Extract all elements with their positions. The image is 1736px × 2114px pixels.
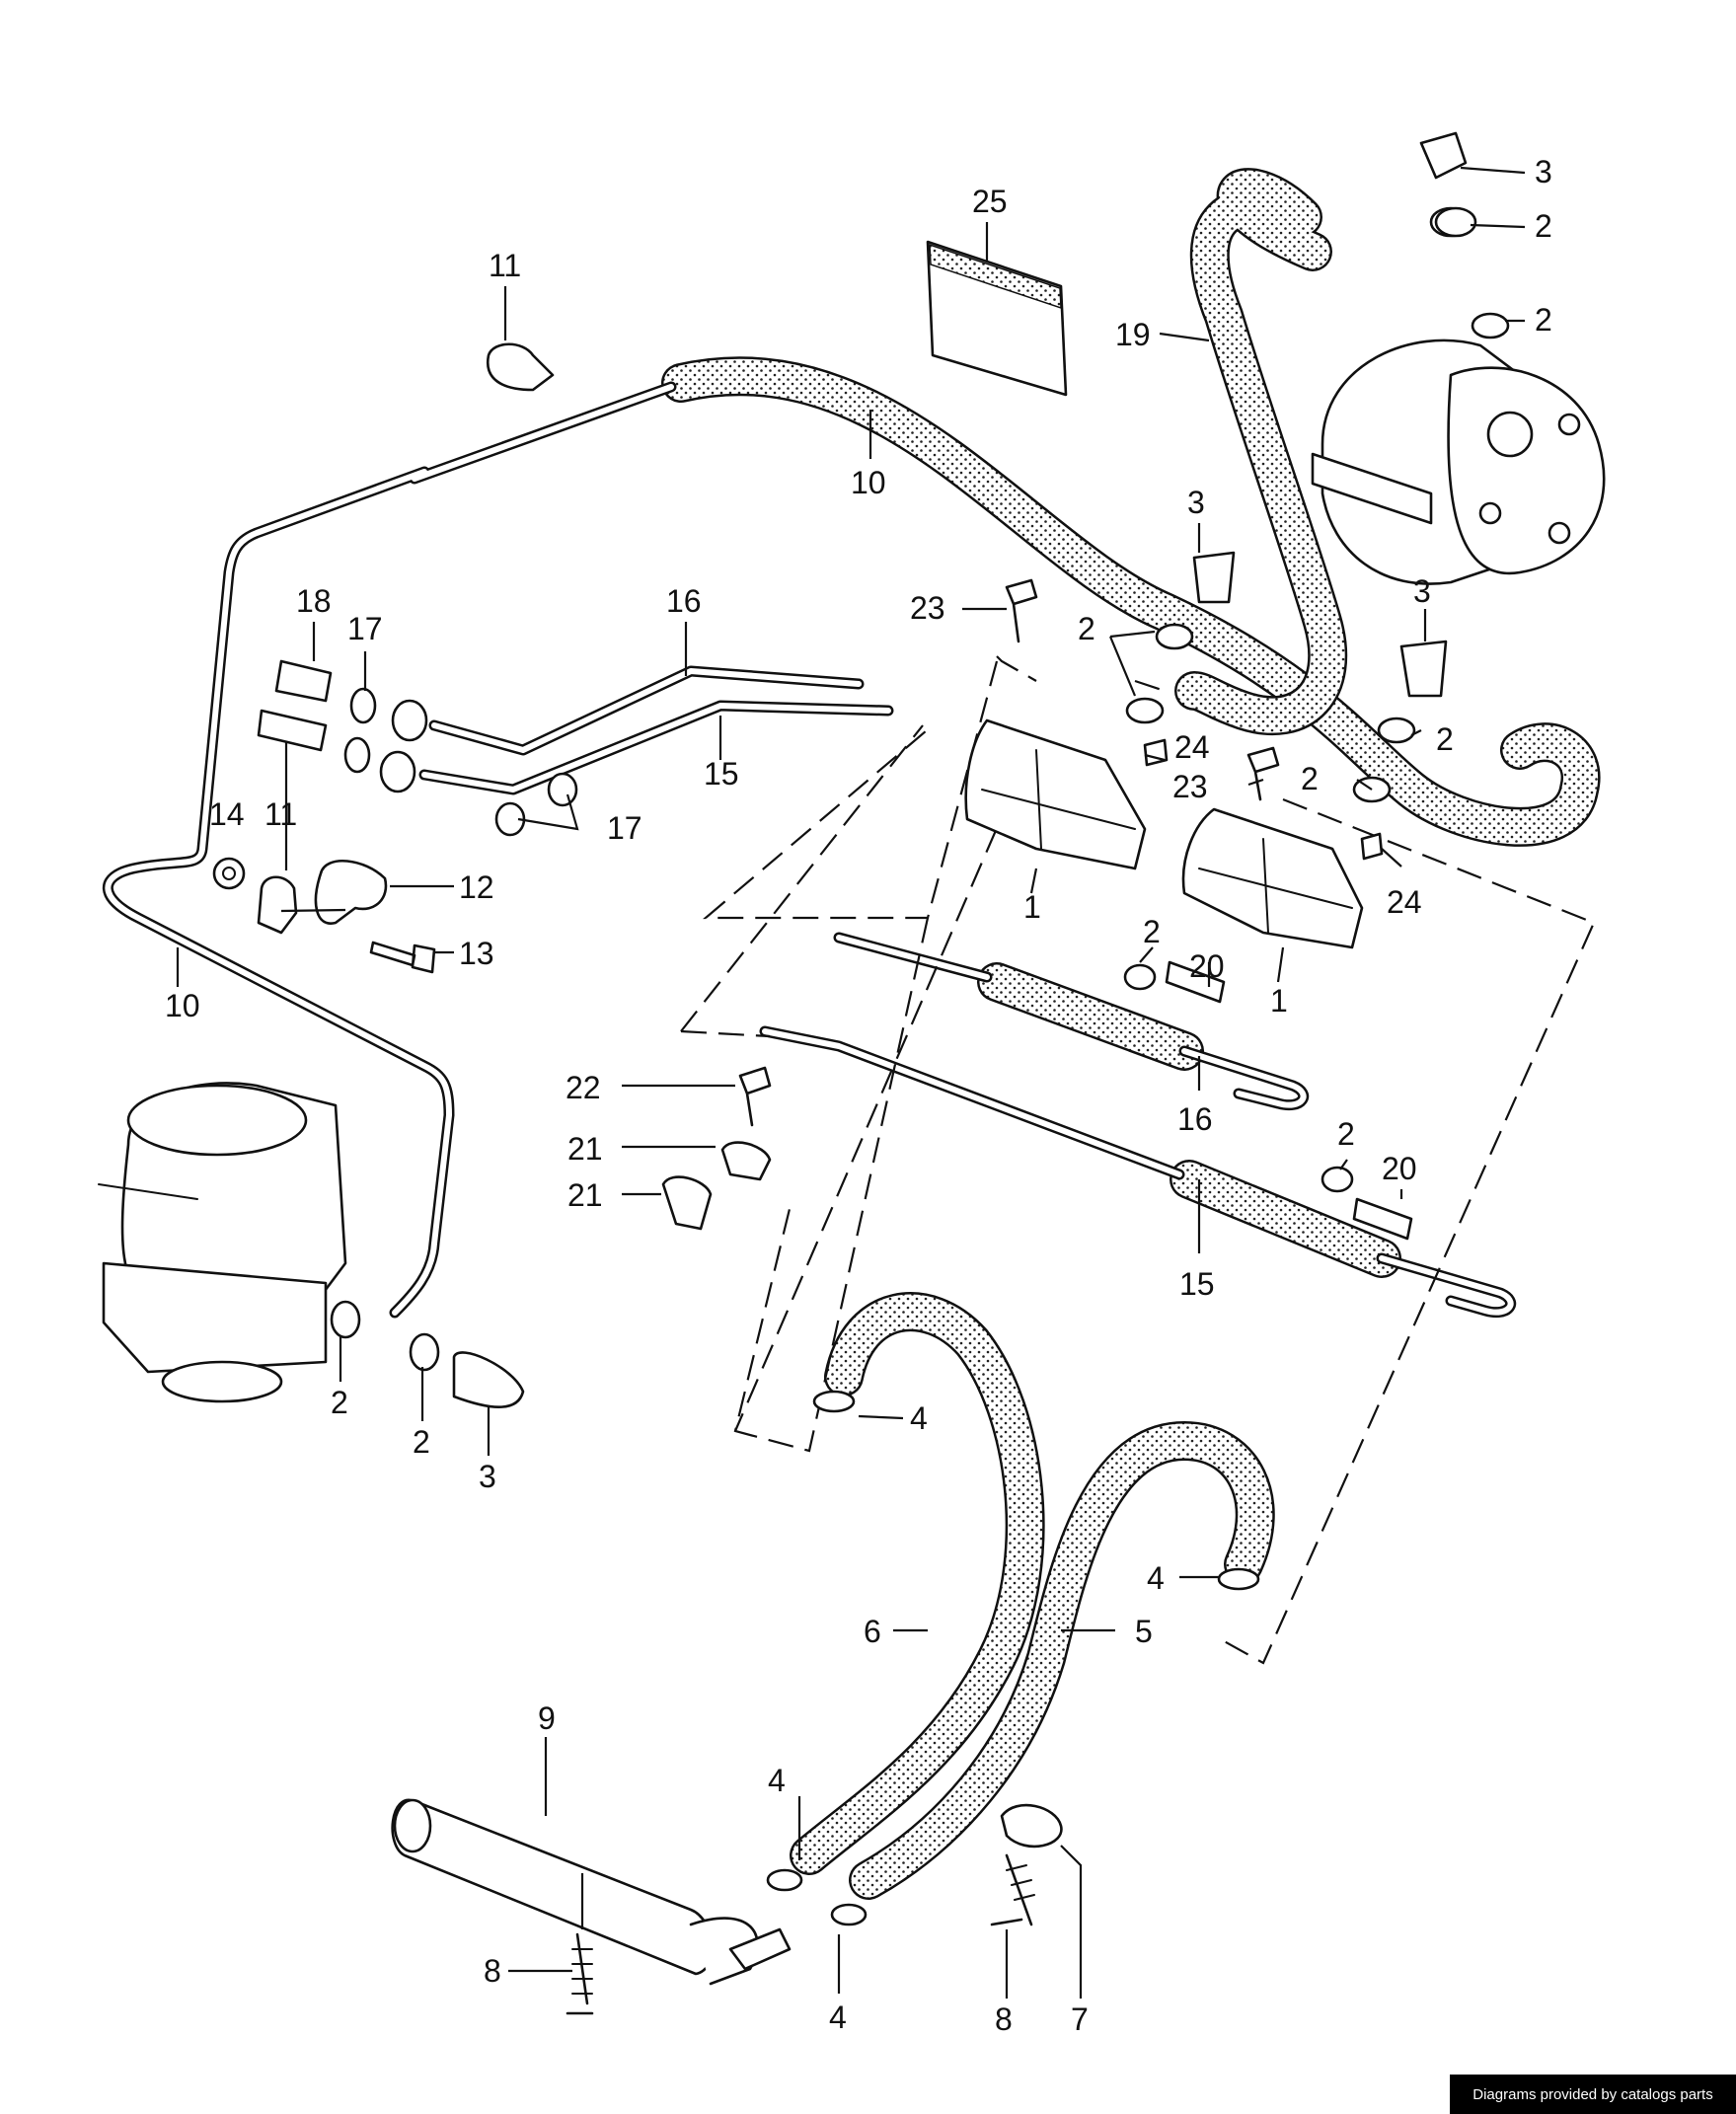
hose-10-upper [661, 356, 1601, 847]
callout-12: 12 [459, 869, 494, 905]
callout-11: 11 [489, 248, 521, 283]
callout-16: 16 [1177, 1101, 1213, 1137]
nut-14 [212, 857, 246, 890]
callout-13: 13 [459, 936, 494, 971]
callout-2: 2 [413, 1424, 430, 1460]
clamp-11-top [486, 342, 555, 392]
clips-21 [661, 1141, 772, 1231]
hose-clamp-4d [830, 1903, 868, 1926]
pipe-10 [102, 381, 677, 1319]
callout-3: 3 [1187, 485, 1205, 520]
hose-16-lower [977, 962, 1204, 1071]
banjo-bolt-3c [1399, 640, 1448, 698]
callout-24: 24 [1387, 884, 1422, 920]
callout-21: 21 [567, 1177, 603, 1213]
callout-25: 25 [972, 184, 1008, 219]
callout-2: 2 [1143, 914, 1161, 949]
callout-23: 23 [910, 590, 945, 626]
callout-18: 18 [296, 583, 332, 619]
hose-clamp-4a [812, 1390, 856, 1413]
pipe-15-lower [759, 1025, 1517, 1318]
clip-7 [1000, 1803, 1063, 1849]
callout-23: 23 [1172, 769, 1208, 804]
washers-17 [343, 687, 578, 837]
banjo-bolt-3b [1192, 551, 1236, 604]
relay-box-1b [1181, 807, 1364, 949]
hose-15-lower [1170, 1160, 1401, 1278]
callout-21: 21 [567, 1131, 603, 1167]
callout-10: 10 [165, 988, 200, 1023]
pipe-16 [428, 665, 865, 756]
hose-clamp-4b [1217, 1567, 1260, 1591]
callout-2: 2 [331, 1385, 348, 1420]
callout-11: 11 [264, 796, 297, 832]
callout-6: 6 [864, 1614, 881, 1649]
callout-3: 3 [1535, 154, 1552, 189]
dashed-guides [680, 655, 1596, 1665]
credit-text: Diagrams provided by catalogs parts [1472, 2085, 1713, 2103]
connectors-20 [1165, 960, 1413, 1241]
callout-2: 2 [1301, 761, 1319, 796]
hose-clamp-4c [766, 1868, 803, 1892]
callout-labels: 3 2 2 25 19 11 10 3 3 23 2 16 15 18 17 1… [165, 154, 1552, 2037]
relay-box-1a [964, 718, 1147, 870]
callout-24: 24 [1174, 729, 1210, 765]
screw-8a [566, 1932, 594, 2015]
callout-15: 15 [704, 756, 739, 792]
callout-3: 3 [1413, 573, 1431, 609]
hose-6 [790, 1292, 1045, 1875]
callout-17: 17 [607, 810, 642, 846]
pump-unit-upper [1311, 339, 1606, 585]
callout-4: 4 [829, 2000, 847, 2035]
banjo-fittings-16-15 [379, 699, 428, 793]
callout-16: 16 [666, 583, 702, 619]
credit-banner: Diagrams provided by catalogs parts [1450, 2075, 1736, 2114]
callout-4: 4 [1147, 1560, 1165, 1596]
grommets-24 [1143, 738, 1384, 861]
filter-canister-9 [391, 1798, 792, 1986]
callout-2: 2 [1337, 1116, 1355, 1152]
callout-2: 2 [1078, 611, 1095, 646]
callout-1: 1 [1023, 889, 1041, 925]
bolt-13 [369, 941, 436, 974]
callout-10: 10 [851, 465, 886, 500]
label-sticker-25 [926, 240, 1068, 397]
callout-2: 2 [1535, 302, 1552, 338]
hose-19 [1174, 168, 1348, 735]
leader-lines [176, 166, 1526, 1999]
callout-8: 8 [484, 1953, 501, 1989]
callout-19: 19 [1115, 317, 1151, 352]
screws-23 [1005, 578, 1280, 801]
callout-2: 2 [1436, 721, 1454, 757]
callout-14: 14 [209, 796, 245, 832]
clamp-11-mid [257, 875, 298, 935]
callout-4: 4 [910, 1400, 928, 1436]
callout-8: 8 [995, 2001, 1013, 2037]
callout-9: 9 [538, 1700, 556, 1736]
hose-5 [849, 1421, 1275, 1900]
callout-1: 1 [1270, 983, 1288, 1019]
callout-20: 20 [1189, 948, 1225, 984]
pump-unit-lower [98, 1082, 347, 1403]
callout-15: 15 [1179, 1266, 1215, 1302]
callout-2: 2 [1535, 208, 1552, 244]
callout-3: 3 [479, 1459, 496, 1494]
banjo-bolts-18 [257, 659, 333, 752]
callout-4: 4 [768, 1763, 786, 1798]
screw-22 [738, 1066, 772, 1127]
callout-17: 17 [347, 611, 383, 646]
callout-20: 20 [1382, 1151, 1417, 1186]
screw-8b [990, 1853, 1035, 1926]
pipe-16-lower [833, 932, 1310, 1110]
clamp-12 [314, 860, 388, 925]
pipe-15 [418, 700, 894, 795]
callout-5: 5 [1135, 1614, 1153, 1649]
callout-7: 7 [1071, 2001, 1089, 2037]
banjo-bolt-3d [452, 1351, 525, 1408]
callout-22: 22 [566, 1070, 601, 1105]
